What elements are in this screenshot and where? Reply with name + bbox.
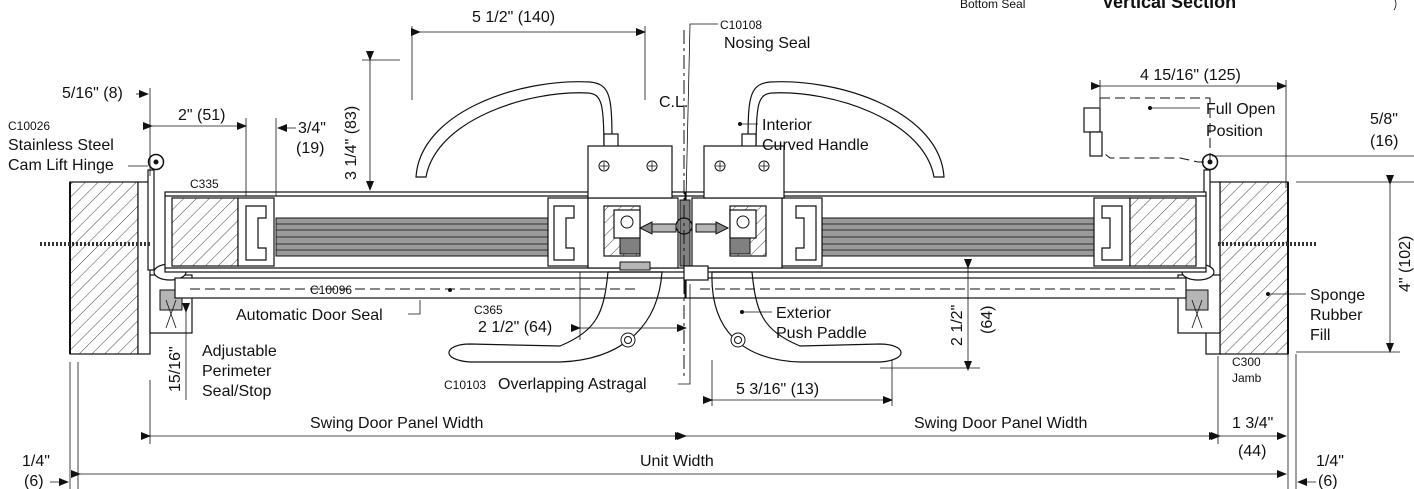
- dim-right-quarter: 1/4": [1316, 453, 1344, 470]
- dim-handle-height: 3 1/4" (83): [343, 106, 360, 180]
- paren-mark: [1393, 0, 1397, 11]
- nosing-seal-label: Nosing Seal: [724, 35, 810, 52]
- right-door-panel: [685, 191, 1207, 299]
- left-hinge: [147, 153, 165, 271]
- left-jamb: [69, 181, 151, 355]
- dim-stile-3-4-mm: (19): [296, 140, 324, 157]
- dim-open-5-8: 5/8": [1370, 111, 1398, 128]
- dim-stile-2in: 2" (51): [178, 107, 225, 124]
- dim-jamb-1-3-4: 1 3/4": [1232, 415, 1273, 432]
- exterior-label-2: Push Paddle: [776, 325, 867, 342]
- unit-width-label: Unit Width: [640, 453, 714, 470]
- dim-panel-4in: 4" (102): [1397, 236, 1414, 292]
- full-open-position: [1083, 97, 1211, 163]
- adj-label-2: Perimeter: [202, 363, 272, 380]
- sponge-label-1: Sponge: [1310, 287, 1365, 304]
- full-open-label-2: Position: [1206, 123, 1263, 140]
- center-line-label: C.L.: [659, 94, 688, 111]
- dim-right-2-1-2: 2 1/2": [949, 305, 966, 346]
- exterior-label-1: Exterior: [776, 305, 832, 322]
- interior-label-1: Interior: [762, 117, 812, 134]
- dim-hinge-offset: 5/16" (8): [62, 85, 123, 102]
- hinge-label-1: Stainless Steel: [8, 137, 114, 154]
- astragal-label: Overlapping Astragal: [498, 376, 647, 393]
- bottom-seal-label: Bottom Seal: [960, 0, 1025, 11]
- sponge-label-3: Fill: [1310, 327, 1330, 344]
- c300-code: C300: [1232, 355, 1261, 369]
- c10096-code: C10096: [310, 283, 352, 297]
- dim-open-5-8-mm: (16): [1370, 133, 1398, 150]
- dim-paddle-2-1-2: 2 1/2" (64): [478, 319, 552, 336]
- interior-label-2: Curved Handle: [762, 137, 869, 154]
- dim-paddle-5-3-16: 5 3/16" (13): [736, 381, 819, 398]
- dim-seal-15-16: 15/16": [167, 346, 184, 392]
- auto-seal-label: Automatic Door Seal: [236, 307, 383, 324]
- adj-label-1: Adjustable: [202, 343, 277, 360]
- c10103-code: C10103: [444, 378, 486, 392]
- right-push-paddle: [711, 271, 902, 363]
- right-jamb: [1205, 181, 1289, 355]
- dim-handle-width: 5 1/2" (140): [472, 9, 555, 26]
- dim-right-64: (64): [979, 306, 996, 334]
- swing-right-label: Swing Door Panel Width: [914, 415, 1087, 432]
- sponge-label-2: Rubber: [1310, 307, 1363, 324]
- right-curved-handle: [703, 81, 945, 199]
- adj-label-3: Seal/Stop: [202, 383, 271, 400]
- full-open-label-1: Full Open: [1206, 101, 1275, 118]
- c10026-code: C10026: [8, 119, 50, 133]
- dim-left-quarter: 1/4": [22, 453, 50, 470]
- swing-left-label: Swing Door Panel Width: [310, 415, 483, 432]
- c10108-code: C10108: [720, 18, 762, 32]
- dim-left-quarter-mm: (6): [24, 473, 44, 489]
- c335-code: C335: [190, 177, 219, 191]
- jamb-label: Jamb: [1232, 371, 1262, 385]
- section-title: Vertical Section: [1102, 0, 1236, 12]
- left-curved-handle: [415, 81, 673, 199]
- dim-stile-3-4: 3/4": [298, 120, 326, 137]
- dim-open-width: 4 15/16" (125): [1140, 67, 1241, 84]
- c365-code: C365: [474, 303, 503, 317]
- left-door-panel: [164, 191, 686, 299]
- dim-jamb-44: (44): [1238, 443, 1266, 460]
- dim-right-quarter-mm: (6): [1318, 473, 1338, 489]
- hinge-label-2: Cam Lift Hinge: [8, 157, 114, 174]
